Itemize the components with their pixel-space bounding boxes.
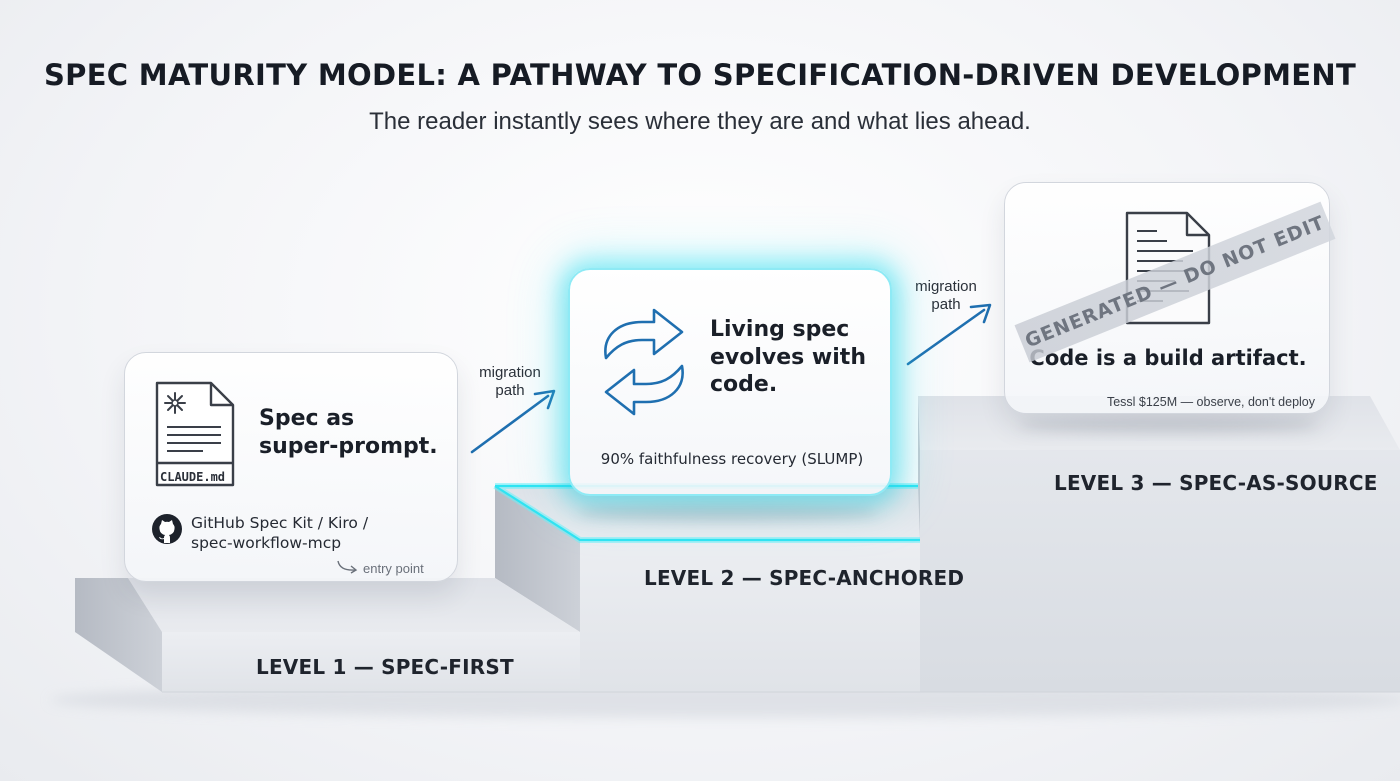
migration-arrow-1 <box>470 389 556 454</box>
step2-riser <box>495 486 580 632</box>
curved-arrow-icon <box>337 560 358 574</box>
migration-arrow-2 <box>906 303 992 366</box>
level2-metric: 90% faithfulness recovery (SLUMP) <box>600 450 864 468</box>
sync-arrows-icon <box>604 308 684 416</box>
step1-top <box>128 578 580 632</box>
level1-label: LEVEL 1 — SPEC-FIRST <box>256 655 514 679</box>
step1-riser <box>75 578 162 692</box>
file-label: CLAUDE.md <box>160 470 226 484</box>
step1-front <box>162 632 580 692</box>
sparkle-icon <box>164 392 186 414</box>
level1-tools: GitHub Spec Kit / Kiro /spec-workflow-mc… <box>191 514 369 552</box>
step3-wall <box>920 450 1400 692</box>
level2-label: LEVEL 2 — SPEC-ANCHORED <box>644 566 965 590</box>
github-icon <box>152 514 182 544</box>
card2-shadow <box>578 503 878 521</box>
page-title: SPEC MATURITY MODEL: A PATHWAY TO SPECIF… <box>43 58 1357 92</box>
level3-card-heading: Code is a build artifact. <box>1029 346 1307 370</box>
step2-front <box>580 540 920 692</box>
card3-shadow <box>1018 417 1318 433</box>
entry-point-note: entry point <box>363 561 424 576</box>
page-subtitle: The reader instantly sees where they are… <box>369 108 1031 135</box>
level3-note: Tessl $125M — observe, don't deploy <box>1106 395 1315 409</box>
level3-label: LEVEL 3 — SPEC-AS-SOURCE <box>1054 471 1378 495</box>
